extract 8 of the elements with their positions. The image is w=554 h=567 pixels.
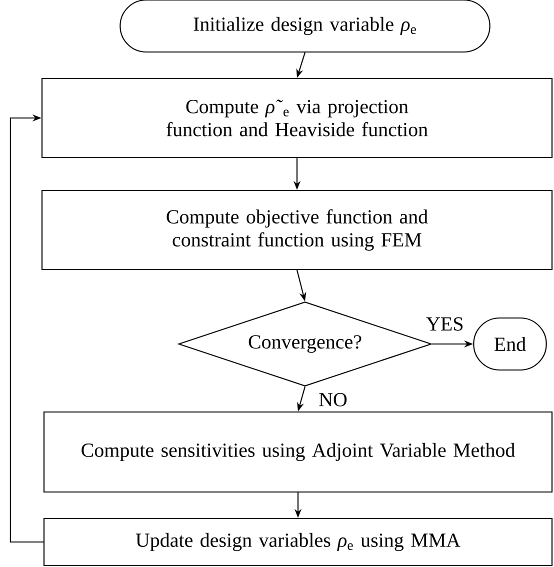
process-box: Compute objective function and constraint function using FEM	[41, 190, 553, 270]
arrow	[10, 114, 44, 543]
process-box: Update design variables ρ$_{e}$ using MMA	[43, 518, 553, 566]
edge-label: NO	[318, 392, 348, 408]
process-box: Compute sensitivities using Adjoint Variable Method	[43, 411, 553, 493]
process-box: Compute ρ̃$_{e}$ via projection function and Heaviside function	[41, 78, 553, 158]
terminal-box: Initialize design variable ρ$_{e}$	[120, 0, 490, 53]
terminal-box: End	[473, 317, 547, 371]
